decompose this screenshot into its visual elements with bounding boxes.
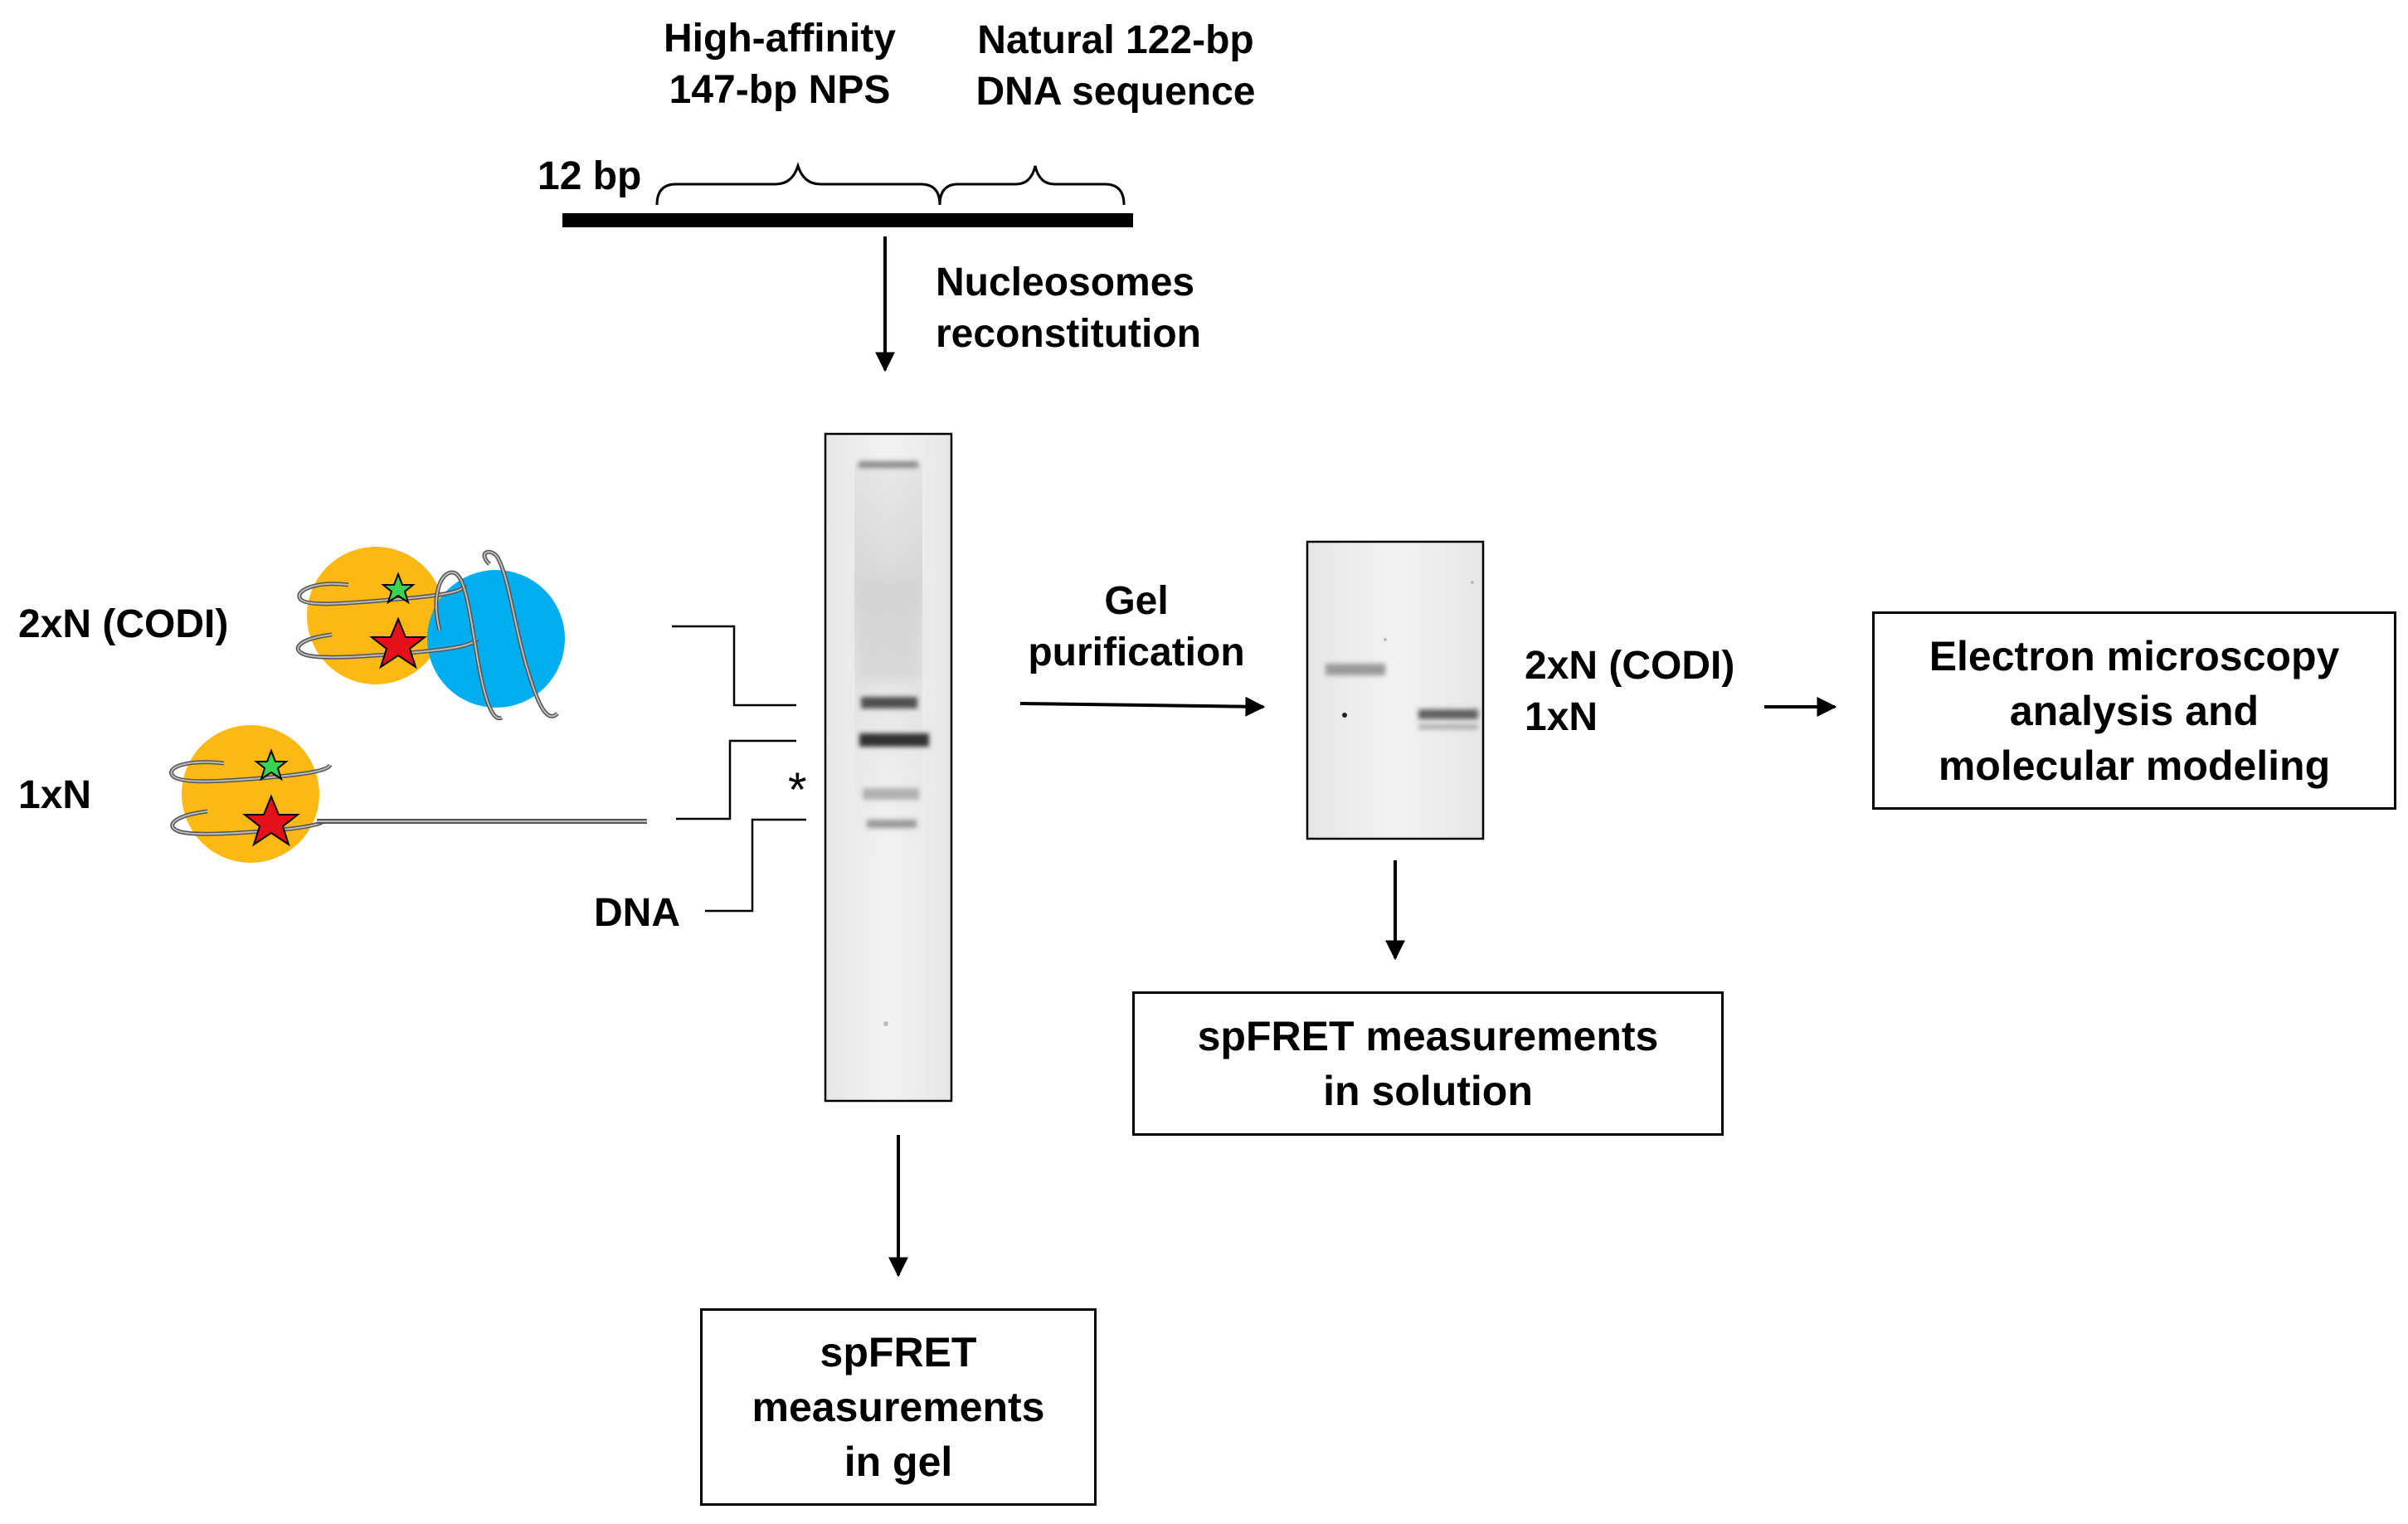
label-nps-line2: 147-bp NPS — [669, 68, 891, 113]
label-natural-line2: DNA sequence — [975, 70, 1256, 114]
box-spfret-gel: spFRET measurements in gel — [700, 1308, 1097, 1506]
gel-1-band-1xN — [859, 733, 929, 747]
green-star-icon — [254, 748, 289, 781]
box-spfret-gel-line2: measurements — [752, 1384, 1045, 1430]
label-nps-line1: High-affinity — [664, 17, 896, 61]
nucleosome-1xN-icon — [169, 725, 647, 863]
gel-1 — [824, 432, 953, 1103]
box-spfret-gel-line3: in gel — [844, 1439, 953, 1485]
label-1xN: 1xN — [18, 773, 92, 817]
box-em-line1: Electron microscopy — [1929, 632, 2340, 679]
box-em-line3: molecular modeling — [1938, 742, 2331, 789]
box-spfret-gel-line1: spFRET — [820, 1329, 977, 1375]
gel-1-smear — [859, 581, 918, 680]
red-star-icon — [369, 616, 427, 669]
box-em-analysis: Electron microscopy analysis and molecul… — [1872, 611, 2396, 810]
box-em-line2: analysis and — [2009, 687, 2260, 734]
label-reconstitution-line1: Nucleosomes — [936, 260, 1195, 304]
gel-2-band-1xN — [1418, 709, 1478, 719]
label-DNA: DNA — [594, 891, 680, 935]
purified-label-2xN: 2xN (CODI) — [1525, 644, 1735, 688]
label-2xN: 2xN (CODI) — [18, 602, 229, 646]
connector-1xN — [676, 739, 796, 820]
label-purification-line2: purification — [1028, 631, 1245, 675]
purified-label-1xN: 1xN — [1525, 695, 1598, 740]
box-spfret-solution-line1: spFRET measurements — [1197, 1013, 1659, 1059]
label-natural: Natural 122-bp DNA sequence — [954, 15, 1277, 119]
label-12bp: 12 bp — [538, 154, 642, 198]
connector-2xN — [672, 625, 796, 707]
natural-brace — [938, 165, 1126, 206]
gel-2-band-2xN — [1326, 664, 1385, 675]
gel-1-band-2xN — [861, 697, 917, 708]
nps-brace — [655, 162, 941, 206]
gel-1-well — [859, 461, 918, 468]
label-nps: High-affinity 147-bp NPS — [639, 13, 921, 117]
dna-construct-bar — [562, 213, 1133, 227]
asterisk-marker: * — [788, 763, 807, 817]
purified-labels: 2xN (CODI) 1xN — [1525, 640, 1734, 744]
red-star-icon — [242, 794, 300, 847]
label-natural-line1: Natural 122-bp — [977, 18, 1254, 62]
gel-1-band-dna — [867, 820, 917, 828]
box-spfret-solution-line2: in solution — [1323, 1068, 1533, 1114]
nucleosome-2xN-icon — [295, 547, 565, 721]
label-purification: Gel purification — [1004, 576, 1269, 679]
box-spfret-solution: spFRET measurements in solution — [1132, 991, 1724, 1136]
label-reconstitution-line2: reconstitution — [936, 312, 1201, 357]
arrow-purification — [1019, 696, 1266, 717]
gel-1-band-minor — [863, 788, 919, 800]
label-reconstitution: Nucleosomes reconstitution — [936, 257, 1201, 361]
green-star-icon — [381, 572, 416, 605]
connector-DNA — [705, 818, 806, 913]
gel-2 — [1306, 540, 1485, 840]
label-purification-line1: Gel — [1104, 579, 1169, 623]
